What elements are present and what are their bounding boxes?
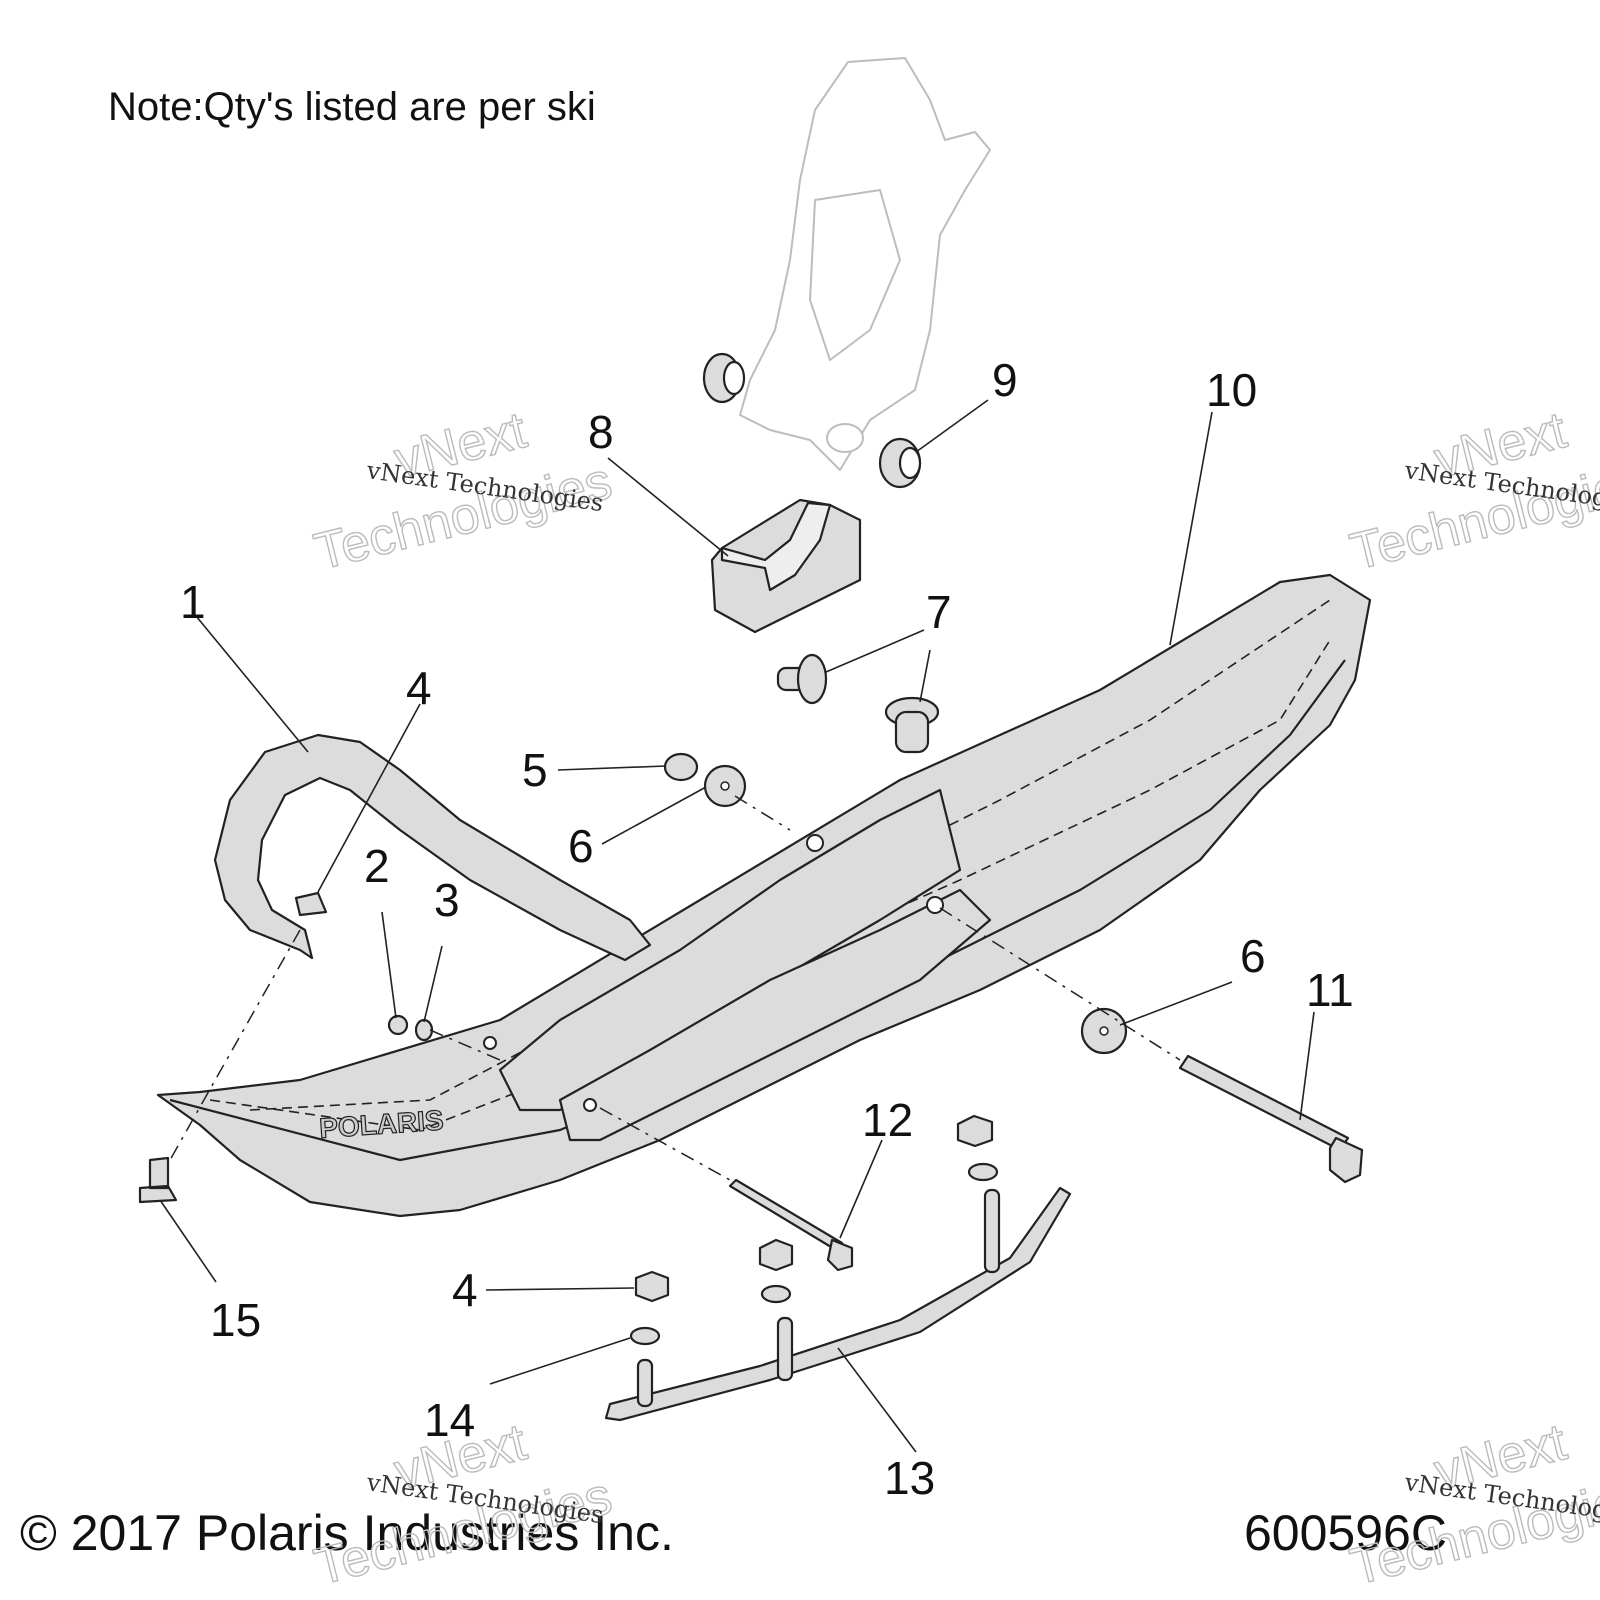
leader-lines	[159, 399, 1315, 1453]
rivet-15	[138, 1156, 178, 1204]
bolt-11	[1178, 1054, 1364, 1184]
callout-8: 8	[588, 406, 614, 458]
axis-line-nut	[429, 1029, 501, 1061]
bushing-right	[878, 437, 922, 489]
callout-2: 2	[364, 840, 390, 892]
axis-line-handle	[169, 929, 301, 1161]
callout-numbers: 1 2 3 4 4 5 6 6 7 7 8 9 10 11 12 13 14 1…	[180, 354, 1354, 1504]
washer-6-right-hole	[1099, 1026, 1109, 1036]
watermark-upper-left: vNext Technologies vNext Technologies	[308, 400, 618, 582]
bolt-hole-front	[483, 1036, 497, 1050]
callout-5: 5	[522, 744, 548, 796]
copyright-text: © 2017 Polaris Industries Inc.	[20, 1505, 674, 1561]
watermark-upper-right: vNext Technologies vNext Technologies	[1344, 400, 1600, 582]
callout-14: 14	[424, 1394, 475, 1446]
nut-4-b	[758, 1238, 794, 1272]
washer-14-c	[629, 1326, 661, 1346]
callout-11: 11	[1306, 964, 1354, 1016]
ski-handle	[213, 733, 652, 962]
callout-7-upper: 7	[926, 586, 952, 638]
callout-9: 9	[992, 354, 1018, 406]
ski-body: POLARIS	[156, 573, 1372, 1218]
nut-4-a	[956, 1114, 994, 1148]
callout-4-lower: 4	[452, 1264, 478, 1316]
insert-4-top	[294, 891, 328, 917]
axis-line-bolt-12	[599, 1107, 731, 1181]
pivot-hole-upper	[806, 834, 824, 852]
washer-14-a	[967, 1162, 999, 1182]
washer-3	[414, 1018, 434, 1042]
washer-hole	[720, 781, 730, 791]
callout-13: 13	[884, 1452, 935, 1504]
quantity-note: Note:Qty's listed are per ski	[108, 85, 596, 129]
flange-bushing-bottom	[884, 696, 940, 754]
nut-4-c	[634, 1270, 670, 1303]
bolt-hole-rear	[583, 1098, 597, 1112]
callout-1: 1	[180, 576, 206, 628]
callout-15: 15	[210, 1294, 261, 1346]
flange-bushing-top	[776, 653, 828, 705]
callout-10: 10	[1206, 364, 1257, 416]
callout-6-upper: 6	[568, 820, 594, 872]
spindle-ghost	[739, 57, 991, 471]
callout-6-right: 6	[1240, 930, 1266, 982]
axis-line-washer-top	[734, 795, 791, 831]
nut-5	[663, 752, 699, 782]
bushing-left	[702, 352, 746, 404]
pivot-hole-lower	[926, 896, 944, 914]
washer-14-b	[760, 1284, 792, 1304]
nut-2	[387, 1014, 409, 1036]
callout-12: 12	[862, 1094, 913, 1146]
ski-saddle-block	[710, 498, 862, 634]
diagram-number: 600596C	[1244, 1505, 1447, 1561]
bolt-12	[728, 1178, 854, 1272]
callout-4-upper: 4	[406, 662, 432, 714]
callout-3: 3	[434, 874, 460, 926]
carbide-runner	[604, 1186, 1072, 1422]
